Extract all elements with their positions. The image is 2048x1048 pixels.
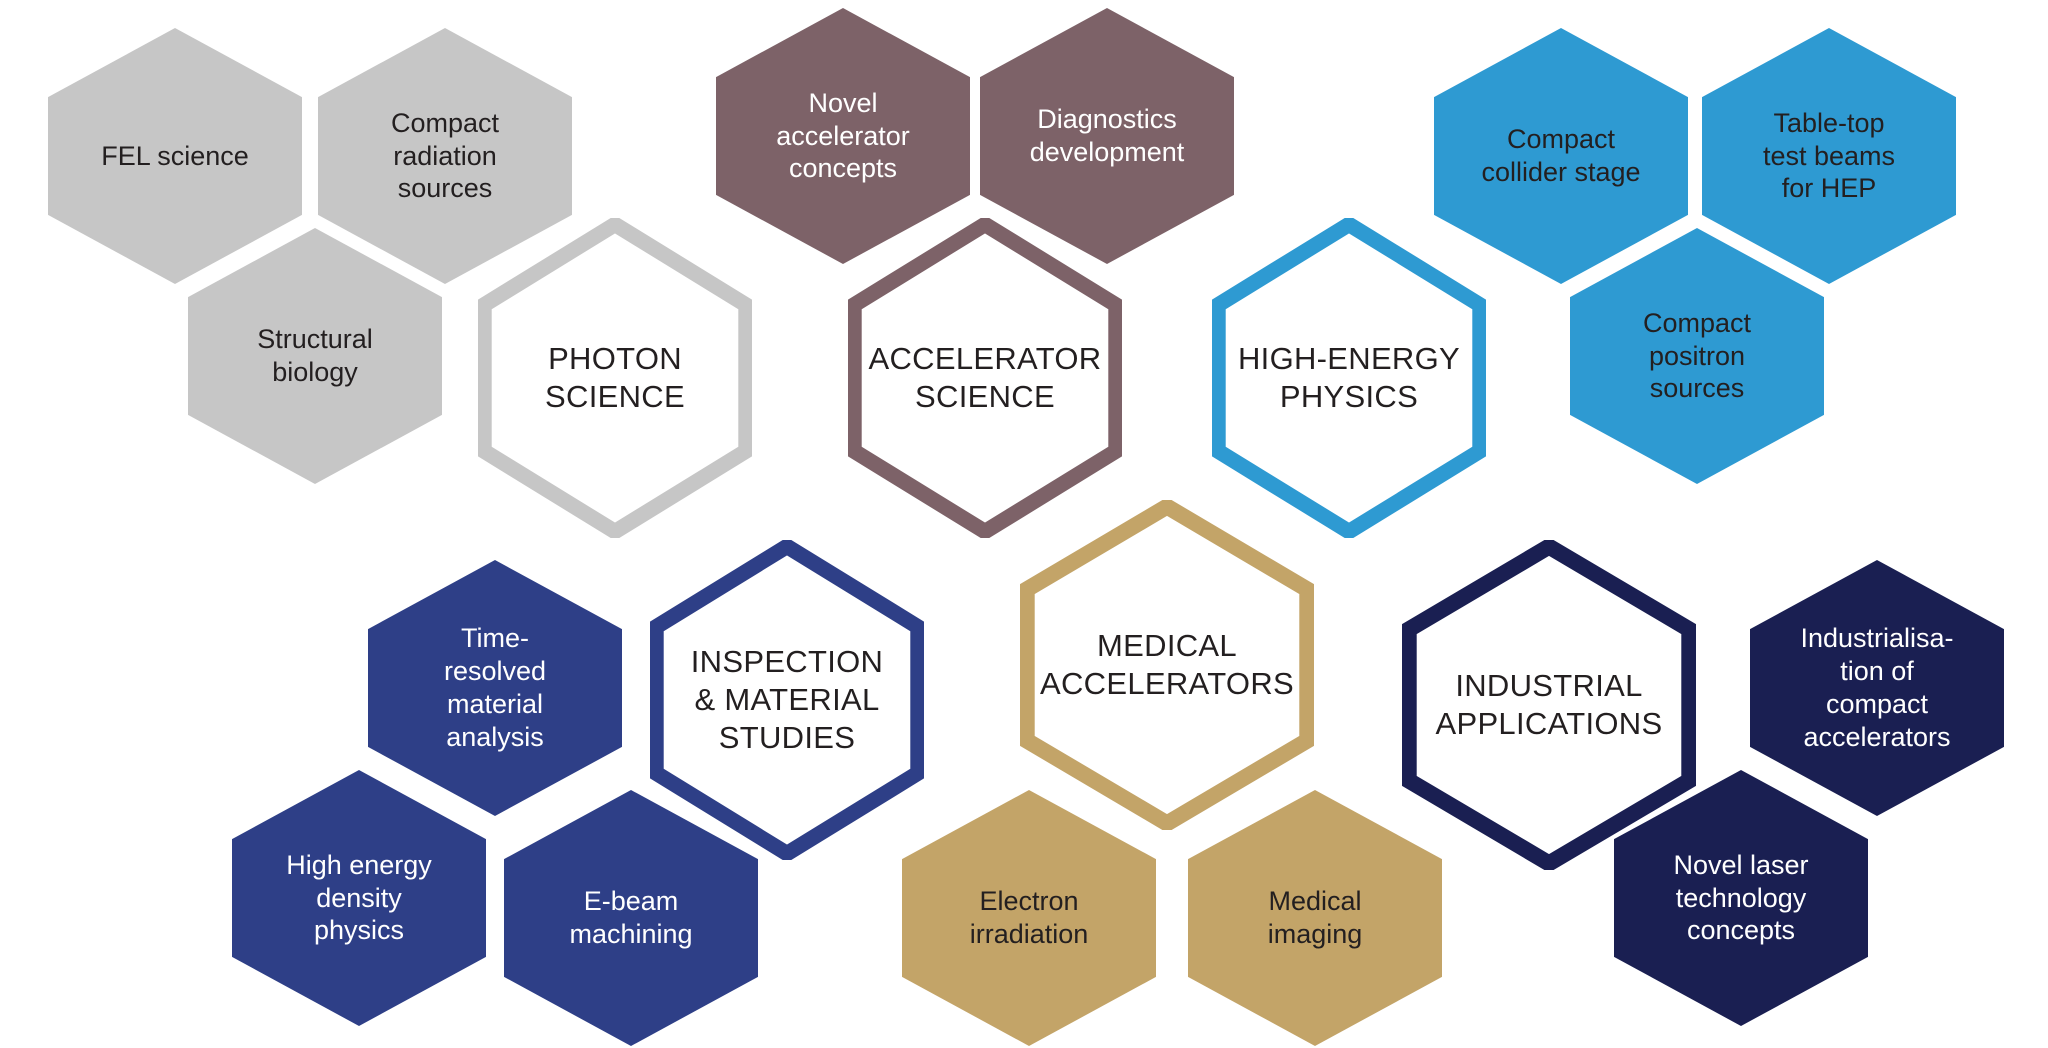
hexagon-shape-structural-biology bbox=[188, 228, 442, 484]
hexagon-shape-compact-collider-stage bbox=[1434, 28, 1688, 284]
hex-photon-science[interactable]: PHOTON SCIENCE bbox=[478, 218, 752, 538]
hexagon-shape-compact-radiation-sources bbox=[318, 28, 572, 284]
hex-structural-biology[interactable]: Structural biology bbox=[188, 228, 442, 484]
hexagon-shape-fel-science bbox=[48, 28, 302, 284]
hexagon-shape-high-energy-density-physics bbox=[232, 770, 486, 1026]
hex-medical-accelerators[interactable]: MEDICAL ACCELERATORS bbox=[1020, 500, 1314, 830]
hexagon-shape-time-resolved-material-analysis bbox=[368, 560, 622, 816]
hex-high-energy-physics[interactable]: HIGH-ENERGY PHYSICS bbox=[1212, 218, 1486, 538]
hexagon-shape-accelerator-science bbox=[848, 218, 1122, 538]
hexagon-shape-medical-imaging bbox=[1188, 790, 1442, 1046]
hex-inspection-material-studies[interactable]: INSPECTION & MATERIAL STUDIES bbox=[650, 540, 924, 860]
hexagon-shape-high-energy-physics bbox=[1212, 218, 1486, 538]
hexagon-shape-diagnostics-development bbox=[980, 8, 1234, 264]
hexagon-shape-novel-laser-technology-concepts bbox=[1614, 770, 1868, 1026]
hexagon-shape-industrial-applications bbox=[1402, 540, 1696, 870]
hexagon-shape-photon-science bbox=[478, 218, 752, 538]
hex-industrial-applications[interactable]: INDUSTRIAL APPLICATIONS bbox=[1402, 540, 1696, 870]
hexagon-shape-electron-irradiation bbox=[902, 790, 1156, 1046]
hex-compact-positron-sources[interactable]: Compact positron sources bbox=[1570, 228, 1824, 484]
hexagon-shape-ebeam-machining bbox=[504, 790, 758, 1046]
hexagon-shape-compact-positron-sources bbox=[1570, 228, 1824, 484]
hexagon-shape-tabletop-test-beams bbox=[1702, 28, 1956, 284]
hex-accelerator-science[interactable]: ACCELERATOR SCIENCE bbox=[848, 218, 1122, 538]
hex-high-energy-density-physics[interactable]: High energy density physics bbox=[232, 770, 486, 1026]
hexagon-shape-novel-accelerator-concepts bbox=[716, 8, 970, 264]
hexagon-shape-inspection-material-studies bbox=[650, 540, 924, 860]
hexagon-shape-medical-accelerators bbox=[1020, 500, 1314, 830]
hexagon-shape-industrialisation-compact-accelerators bbox=[1750, 560, 2004, 816]
